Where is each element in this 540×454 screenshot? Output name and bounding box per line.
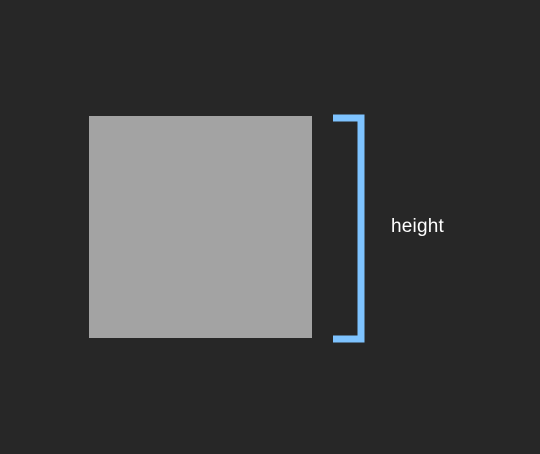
dimension-label: height — [391, 216, 444, 237]
gray-box — [89, 116, 312, 338]
right-square-bracket-icon — [333, 114, 365, 343]
